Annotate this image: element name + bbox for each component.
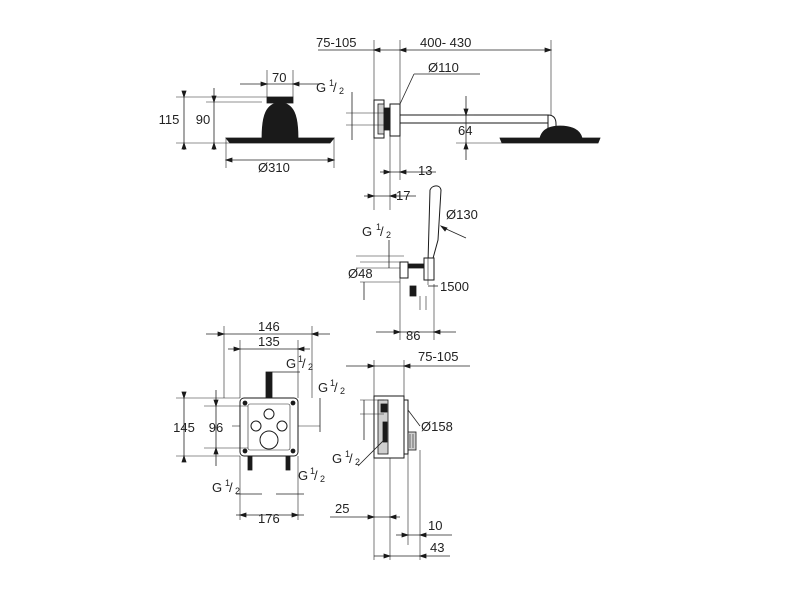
hand-diameter-label: Ø130 — [446, 207, 478, 222]
front-thread-bottom-right-label: G — [298, 468, 308, 483]
svg-text:1: 1 — [345, 449, 350, 459]
svg-text:/: / — [349, 451, 353, 466]
svg-text:2: 2 — [235, 486, 240, 496]
svg-text:/: / — [380, 224, 384, 239]
hand-holder-diameter-label: Ø48 — [348, 266, 373, 281]
svg-text:1: 1 — [310, 466, 315, 476]
overhead-shower-dome — [261, 101, 299, 139]
svg-text:2: 2 — [339, 86, 344, 96]
svg-text:/: / — [314, 468, 318, 483]
thermostat-button-top — [263, 408, 275, 420]
svg-text:1: 1 — [376, 222, 381, 232]
arm-dim-17-label: 17 — [396, 188, 410, 203]
svg-text:1: 1 — [225, 478, 230, 488]
front-width-outer-label: 146 — [258, 319, 280, 334]
svg-text:/: / — [229, 480, 233, 495]
overhead-diameter-label: Ø310 — [258, 160, 290, 175]
shower-arm-view: 75-105 400- 430 Ø110 G 1 / 2 64 13 17 — [316, 35, 601, 210]
thermostat-side-view: 75-105 Ø158 G 1 / 2 25 10 43 — [330, 349, 470, 560]
svg-text:1: 1 — [330, 378, 335, 388]
hand-hose-length-label: 1500 — [440, 279, 469, 294]
svg-text:2: 2 — [320, 474, 325, 484]
hand-depth-label: 86 — [406, 328, 420, 343]
svg-text:2: 2 — [386, 230, 391, 240]
front-thread-bottom-left-label: G — [212, 480, 222, 495]
arm-drop-label: 64 — [458, 123, 472, 138]
svg-text:/: / — [334, 380, 338, 395]
overhead-shower-view: 70 Ø310 115 90 — [159, 70, 336, 175]
front-height-inner-label: 96 — [209, 420, 223, 435]
side-dim-25-label: 25 — [335, 501, 349, 516]
overhead-width-label: 70 — [272, 70, 286, 85]
thermostat-button-left — [250, 420, 262, 432]
svg-text:2: 2 — [340, 386, 345, 396]
thermostat-front-view: 146 135 G 1 / 2 G 1 / 2 145 96 G 1 / 2 — [173, 319, 345, 526]
arm-thread-label: G — [316, 80, 326, 95]
front-thread-top-label: G — [286, 356, 296, 371]
svg-text:1: 1 — [298, 354, 303, 364]
hand-shower-head — [427, 185, 442, 263]
hand-thread-label: G — [362, 224, 372, 239]
arm-length-label: 400- 430 — [420, 35, 471, 50]
arm-wall-depth-label: 75-105 — [316, 35, 356, 50]
arm-flange-diameter-label: Ø110 — [428, 60, 459, 75]
arm-dim-13-label: 13 — [418, 163, 432, 178]
side-diameter-label: Ø158 — [421, 419, 453, 434]
overhead-height-partial-label: 90 — [196, 112, 210, 127]
hand-shower-view: Ø130 G 1 / 2 Ø48 1500 86 — [348, 185, 478, 343]
front-height-outer-label: 145 — [173, 420, 195, 435]
side-dim-43-label: 43 — [430, 540, 444, 555]
svg-text:1: 1 — [329, 78, 334, 88]
thermostat-button-right — [276, 420, 288, 432]
thermostat-dial — [259, 430, 279, 450]
svg-text:2: 2 — [355, 457, 360, 467]
overhead-shower-head — [225, 137, 335, 144]
front-width-bottom-label: 176 — [258, 511, 280, 526]
side-wall-depth-label: 75-105 — [418, 349, 458, 364]
side-dim-10-label: 10 — [428, 518, 442, 533]
svg-text:/: / — [302, 356, 306, 371]
front-thread-right-label: G — [318, 380, 328, 395]
svg-text:/: / — [333, 80, 337, 95]
side-thread-label: G — [332, 451, 342, 466]
overhead-height-total-label: 115 — [159, 112, 180, 127]
front-width-inner-label: 135 — [258, 334, 280, 349]
svg-text:2: 2 — [308, 362, 313, 372]
